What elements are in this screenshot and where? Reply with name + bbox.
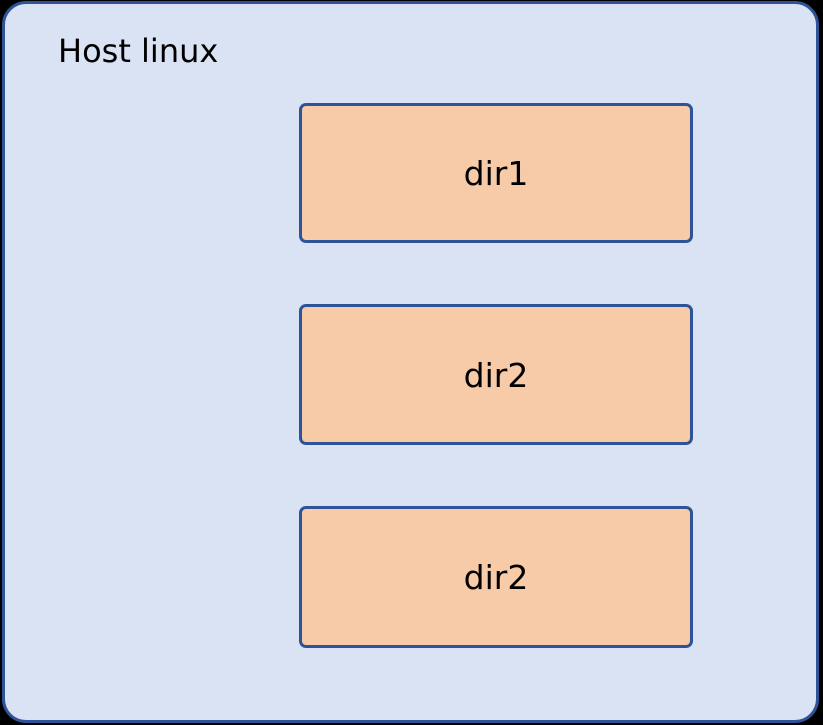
dir-box-3[interactable]: dir2 — [299, 506, 693, 648]
dir-box-1[interactable]: dir1 — [299, 103, 693, 243]
host-title: Host linux — [58, 32, 219, 70]
dir-box-label: dir2 — [463, 355, 529, 395]
dir-box-label: dir1 — [463, 153, 529, 193]
dir-box-2[interactable]: dir2 — [299, 304, 693, 445]
dir-box-label: dir2 — [463, 557, 529, 597]
